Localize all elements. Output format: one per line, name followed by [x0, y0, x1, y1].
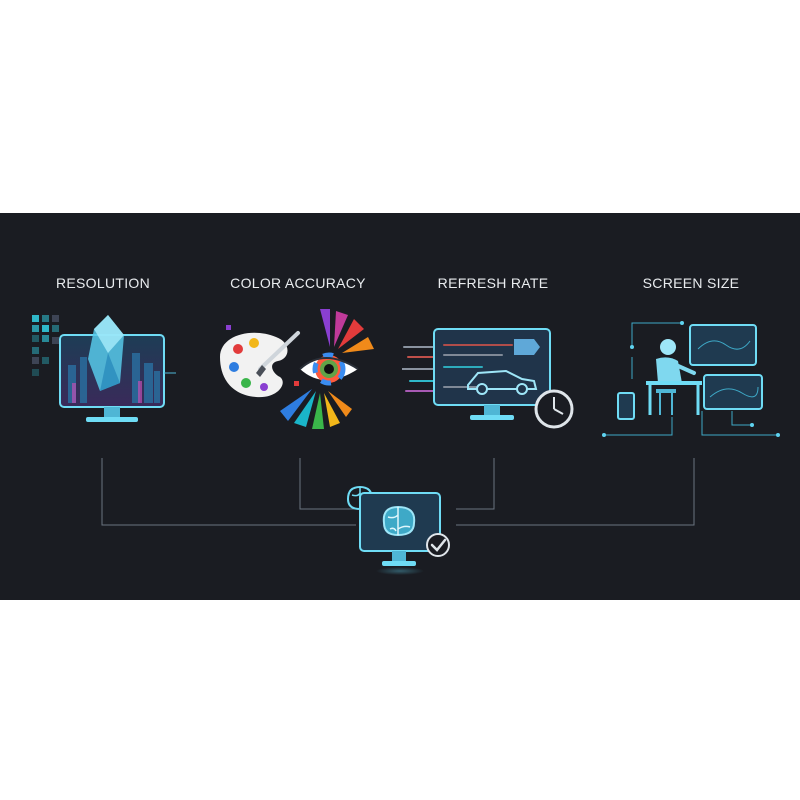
monitor-brain-checkmark-icon: [340, 481, 460, 576]
label-screen-size: SCREEN SIZE: [642, 275, 740, 291]
label-refresh-rate: REFRESH RATE: [437, 275, 549, 291]
palette-eye-spectrum-icon: [212, 307, 382, 437]
connector-lines: [101, 458, 695, 526]
monitor-crystal-city-icon: [28, 313, 178, 438]
person-multi-monitor-icon: [602, 317, 782, 442]
monitor-speeding-car-clock-icon: [402, 323, 582, 433]
diagram-panel: RESOLUTION COLOR ACCURACY REFRESH RATE S…: [0, 213, 800, 600]
label-resolution: RESOLUTION: [55, 275, 150, 291]
label-color-accuracy: COLOR ACCURACY: [230, 275, 366, 291]
